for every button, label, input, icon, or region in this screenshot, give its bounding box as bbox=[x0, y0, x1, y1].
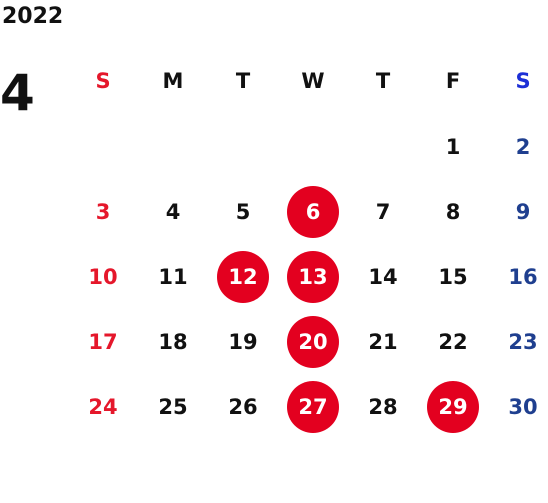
day-number: 2 bbox=[515, 134, 531, 159]
empty-day-cell bbox=[208, 114, 278, 179]
day-cell-18[interactable]: 18 bbox=[138, 309, 208, 374]
weekday-wednesday: W bbox=[301, 69, 325, 93]
day-number: 22 bbox=[438, 329, 468, 354]
day-number: 11 bbox=[158, 264, 188, 289]
day-cell-13[interactable]: 13 bbox=[278, 244, 348, 309]
highlight-circle bbox=[427, 380, 479, 433]
day-cell-17[interactable]: 17 bbox=[68, 309, 138, 374]
weekday-thursday: T bbox=[375, 69, 391, 93]
day-cell-28[interactable]: 28 bbox=[348, 374, 418, 439]
day-cell-8[interactable]: 8 bbox=[418, 179, 488, 244]
day-cell-5[interactable]: 5 bbox=[208, 179, 278, 244]
day-number: 1 bbox=[445, 134, 461, 159]
weekday-header-row: S M T W T F S bbox=[68, 48, 548, 114]
day-number: 25 bbox=[158, 394, 188, 419]
day-cell-6[interactable]: 6 bbox=[278, 179, 348, 244]
weekday-friday: F bbox=[445, 69, 461, 93]
empty-day-cell bbox=[138, 114, 208, 179]
day-number: 24 bbox=[88, 394, 118, 419]
day-cell-21[interactable]: 21 bbox=[348, 309, 418, 374]
day-number: 15 bbox=[438, 264, 468, 289]
day-cell-27[interactable]: 27 bbox=[278, 374, 348, 439]
day-number: 14 bbox=[368, 264, 398, 289]
day-number: 16 bbox=[508, 264, 538, 289]
day-number: 8 bbox=[445, 199, 461, 224]
day-number: 12 bbox=[228, 264, 258, 289]
day-number: 20 bbox=[298, 329, 328, 354]
day-cell-20[interactable]: 20 bbox=[278, 309, 348, 374]
day-number: 4 bbox=[165, 199, 181, 224]
highlight-circle bbox=[217, 250, 269, 303]
day-number: 10 bbox=[88, 264, 118, 289]
day-number: 23 bbox=[508, 329, 538, 354]
week-row: 10 11 12 13 14 15 16 bbox=[68, 244, 548, 309]
day-cell-23[interactable]: 23 bbox=[488, 309, 548, 374]
day-cell-26[interactable]: 26 bbox=[208, 374, 278, 439]
day-number: 19 bbox=[228, 329, 258, 354]
day-cell-19[interactable]: 19 bbox=[208, 309, 278, 374]
day-number: 18 bbox=[158, 329, 188, 354]
day-cell-22[interactable]: 22 bbox=[418, 309, 488, 374]
highlight-circle bbox=[287, 315, 339, 368]
empty-day-cell bbox=[68, 114, 138, 179]
day-cell-1[interactable]: 1 bbox=[418, 114, 488, 179]
day-cell-30[interactable]: 30 bbox=[488, 374, 548, 439]
day-cell-7[interactable]: 7 bbox=[348, 179, 418, 244]
day-number: 17 bbox=[88, 329, 118, 354]
empty-day-cell bbox=[278, 114, 348, 179]
day-cell-29[interactable]: 29 bbox=[418, 374, 488, 439]
day-cell-9[interactable]: 9 bbox=[488, 179, 548, 244]
week-row: 24 25 26 27 28 29 30 bbox=[68, 374, 548, 439]
week-row: 3 4 5 6 7 8 9 bbox=[68, 179, 548, 244]
day-number: 5 bbox=[235, 199, 251, 224]
day-cell-10[interactable]: 10 bbox=[68, 244, 138, 309]
day-number: 30 bbox=[508, 394, 538, 419]
day-cell-4[interactable]: 4 bbox=[138, 179, 208, 244]
day-number: 26 bbox=[228, 394, 258, 419]
day-number: 7 bbox=[375, 199, 391, 224]
highlight-circle bbox=[287, 380, 339, 433]
day-cell-25[interactable]: 25 bbox=[138, 374, 208, 439]
weekday-monday: M bbox=[162, 69, 184, 93]
day-cell-3[interactable]: 3 bbox=[68, 179, 138, 244]
day-number: 21 bbox=[368, 329, 398, 354]
week-row: 17 18 19 20 21 22 23 bbox=[68, 309, 548, 374]
weekday-sunday: S bbox=[95, 69, 111, 93]
empty-day-cell bbox=[348, 114, 418, 179]
month-number: 4 bbox=[0, 64, 35, 122]
day-number: 28 bbox=[368, 394, 398, 419]
day-number: 3 bbox=[95, 199, 111, 224]
day-number: 29 bbox=[438, 394, 468, 419]
day-number: 6 bbox=[305, 199, 321, 224]
day-number: 13 bbox=[298, 264, 328, 289]
day-cell-2[interactable]: 2 bbox=[488, 114, 548, 179]
day-cell-15[interactable]: 15 bbox=[418, 244, 488, 309]
highlight-circle bbox=[287, 250, 339, 303]
year-label: 2022 bbox=[2, 4, 64, 29]
day-number: 27 bbox=[298, 394, 328, 419]
day-cell-24[interactable]: 24 bbox=[68, 374, 138, 439]
day-number: 9 bbox=[515, 199, 531, 224]
weekday-saturday: S bbox=[515, 69, 531, 93]
weekday-tuesday: T bbox=[235, 69, 251, 93]
day-cell-14[interactable]: 14 bbox=[348, 244, 418, 309]
highlight-circle bbox=[287, 185, 339, 238]
day-cell-11[interactable]: 11 bbox=[138, 244, 208, 309]
day-cell-12[interactable]: 12 bbox=[208, 244, 278, 309]
day-cell-16[interactable]: 16 bbox=[488, 244, 548, 309]
